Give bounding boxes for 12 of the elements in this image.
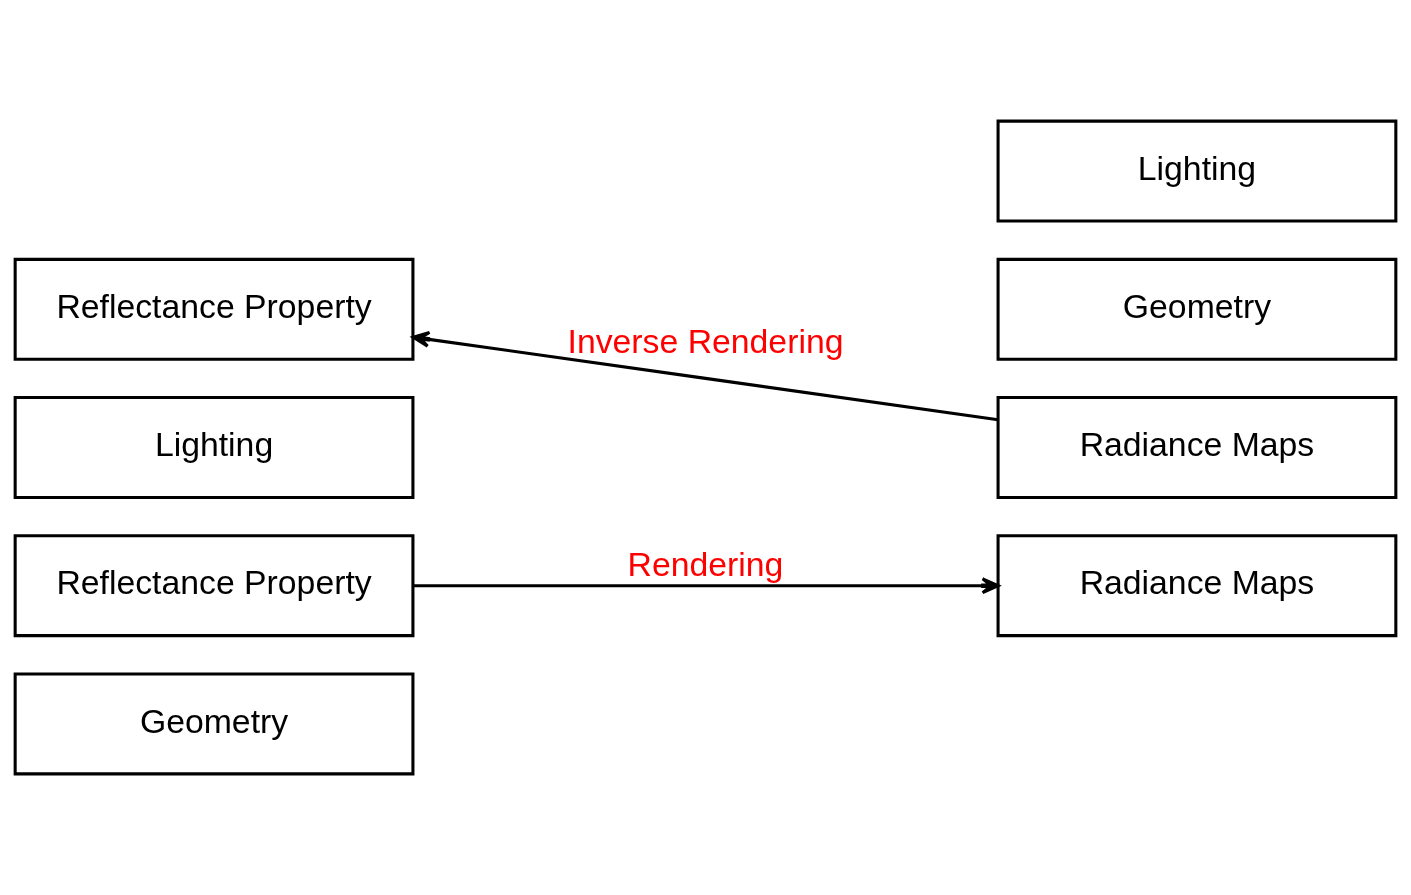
node-box: Radiance Maps [996,534,1398,638]
node-box: Reflectance Property [13,534,415,638]
arrow [411,330,999,422]
node-box: Geometry [996,257,1398,361]
edge-label: Inverse Rendering [567,322,844,361]
arrow [413,577,1000,595]
edge-label: Rendering [627,544,784,583]
node-box: Radiance Maps [996,396,1398,499]
node-box: Geometry [13,672,415,776]
node-box: Reflectance Property [13,257,415,361]
node-box: Lighting [13,396,415,499]
node-box: Lighting [996,119,1398,223]
